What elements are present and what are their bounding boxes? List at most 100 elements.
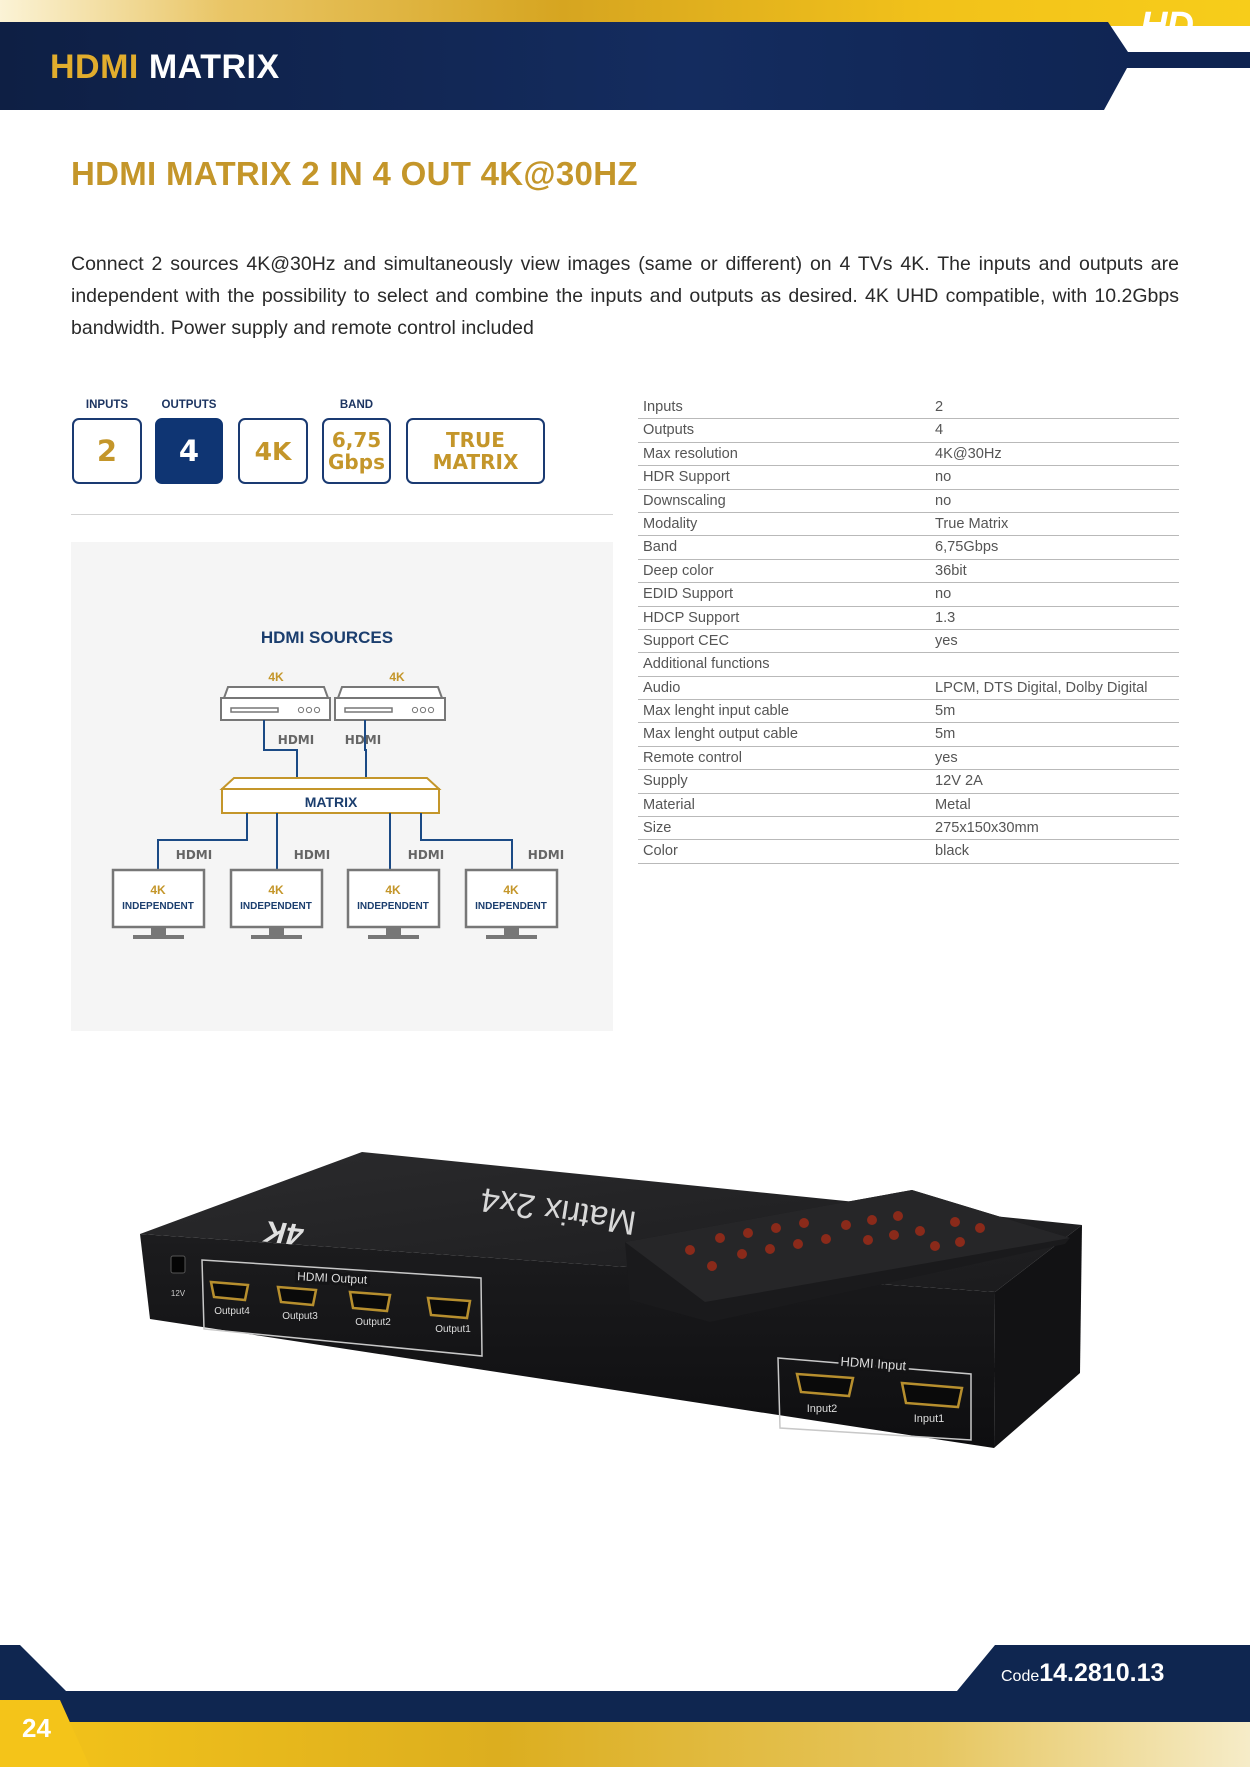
badge-inputs: 2 [72, 418, 142, 484]
tv3-label-mode: INDEPENDENT [357, 901, 429, 912]
spec-value: 2 [935, 399, 944, 415]
spec-row: Additional functions [638, 653, 1179, 677]
spec-row: EDID Support no [638, 583, 1179, 607]
hdmi-label-out2: HDMI [294, 848, 330, 862]
spec-value: True Matrix [935, 515, 1009, 532]
input-port-labels: Input2 Input1 [807, 1403, 945, 1425]
spec-key: Modality [643, 515, 698, 532]
hdmi-label-out3: HDMI [408, 848, 444, 862]
badge-band-label: BAND [339, 399, 374, 411]
spec-key: Max lenght input cable [643, 703, 790, 720]
input-group-frame [777, 1357, 972, 1441]
hdmi-label-src2: HDMI [345, 733, 381, 747]
divider [71, 514, 613, 515]
spec-key: Supply [643, 773, 688, 790]
badge-true-line1: TRUE [446, 428, 505, 452]
badge-outputs-value: 4 [178, 434, 200, 468]
spec-key: Downscaling [643, 492, 726, 509]
spec-value: 1.3 [935, 609, 956, 626]
tv3-label-res: 4K [385, 883, 401, 897]
product-code-label: Code [1001, 1668, 1040, 1685]
hd-logo: HD [1140, 5, 1194, 47]
source-left-label: 4K [268, 670, 284, 684]
badge-band-unit: Gbps [328, 450, 385, 474]
diagram-title: HDMI SOURCES [261, 628, 393, 647]
spec-row: Support CEC yes [638, 630, 1179, 654]
device-side [994, 1225, 1082, 1448]
tv4-label-res: 4K [503, 883, 519, 897]
product-description: Connect 2 sources 4K@30Hz and simultaneo… [71, 253, 1179, 339]
spec-value: Metal [935, 796, 971, 813]
spec-key: Color [643, 843, 678, 860]
output2-label: Output2 [355, 1317, 391, 1328]
spec-value: 5m [935, 726, 956, 743]
output-connections [157, 813, 513, 870]
spec-value: 12V 2A [935, 773, 983, 790]
spec-value: no [935, 586, 952, 603]
spec-value: yes [935, 632, 958, 649]
device-brand-print: 4K [261, 1214, 306, 1251]
spec-value: 5m [935, 703, 956, 720]
tv-screen-4: 4K INDEPENDENT [464, 868, 559, 939]
spec-key: Additional functions [643, 656, 770, 673]
spec-row: HDCP Support 1.3 [638, 607, 1179, 630]
source-connections [263, 720, 367, 778]
section-title-gold: HDMI [50, 48, 139, 86]
tv4-label-mode: INDEPENDENT [475, 901, 547, 912]
product-photo: Matrix 2x4 4K 12V HDMI Output Output4 Ou… [0, 1130, 1250, 1470]
matrix-device: MATRIX [219, 777, 442, 814]
hdmi-label-out1: HDMI [176, 848, 212, 862]
spec-key: Support CEC [643, 632, 729, 649]
spec-key: HDCP Support [643, 609, 740, 626]
connection-diagram: HDMI SOURCES 4K 4K HDMI HDMI MATRIX [71, 542, 613, 1031]
product-code-value: 14.2810.13 [1039, 1659, 1165, 1687]
spec-row: Modality True Matrix [638, 513, 1179, 537]
power-jack [170, 1255, 186, 1274]
source-device-right: 4K [334, 670, 446, 721]
badge-outputs-label: OUTPUTS [161, 399, 217, 411]
spec-row: Max lenght input cable 5m [638, 700, 1179, 724]
spec-value: black [935, 843, 970, 860]
input2-label: Input2 [807, 1403, 838, 1415]
output-ports [209, 1280, 472, 1320]
spec-key: Inputs [643, 399, 683, 415]
footer-gold-band [0, 1722, 1250, 1767]
spec-row: Inputs 2 [638, 396, 1179, 420]
tv1-label-mode: INDEPENDENT [122, 901, 194, 912]
tv2-label-res: 4K [268, 883, 284, 897]
spec-value: no [935, 492, 952, 509]
spec-key: Size [643, 820, 672, 837]
spec-value: 36bit [935, 562, 967, 579]
source-right-label: 4K [389, 670, 405, 684]
hdmi-label-src1: HDMI [278, 733, 314, 747]
output4-label: Output4 [214, 1306, 250, 1317]
spec-key: Remote control [643, 749, 742, 766]
output-group-frame [201, 1259, 483, 1357]
badge-resolution-value: 4K [254, 436, 292, 466]
tv1-label-res: 4K [150, 883, 166, 897]
spec-value: no [935, 469, 952, 486]
tv2-label-mode: INDEPENDENT [240, 901, 312, 912]
header-navy-band [0, 22, 1250, 110]
product-title: HDMI MATRIX 2 IN 4 OUT 4K@30HZ [71, 155, 638, 192]
tv-screen-3: 4K INDEPENDENT [346, 868, 441, 939]
spec-key: EDID Support [643, 586, 734, 603]
spec-value: 275x150x30mm [935, 820, 1039, 837]
spec-key: Audio [643, 679, 681, 696]
output3-label: Output3 [282, 1311, 318, 1322]
spec-value: yes [935, 749, 958, 766]
spec-value: 4 [935, 422, 944, 439]
input1-label: Input1 [914, 1413, 945, 1425]
output-group-label: HDMI Output [297, 1269, 368, 1287]
spec-value: 4K@30Hz [935, 445, 1002, 462]
badge-resolution: 4K [238, 418, 308, 484]
